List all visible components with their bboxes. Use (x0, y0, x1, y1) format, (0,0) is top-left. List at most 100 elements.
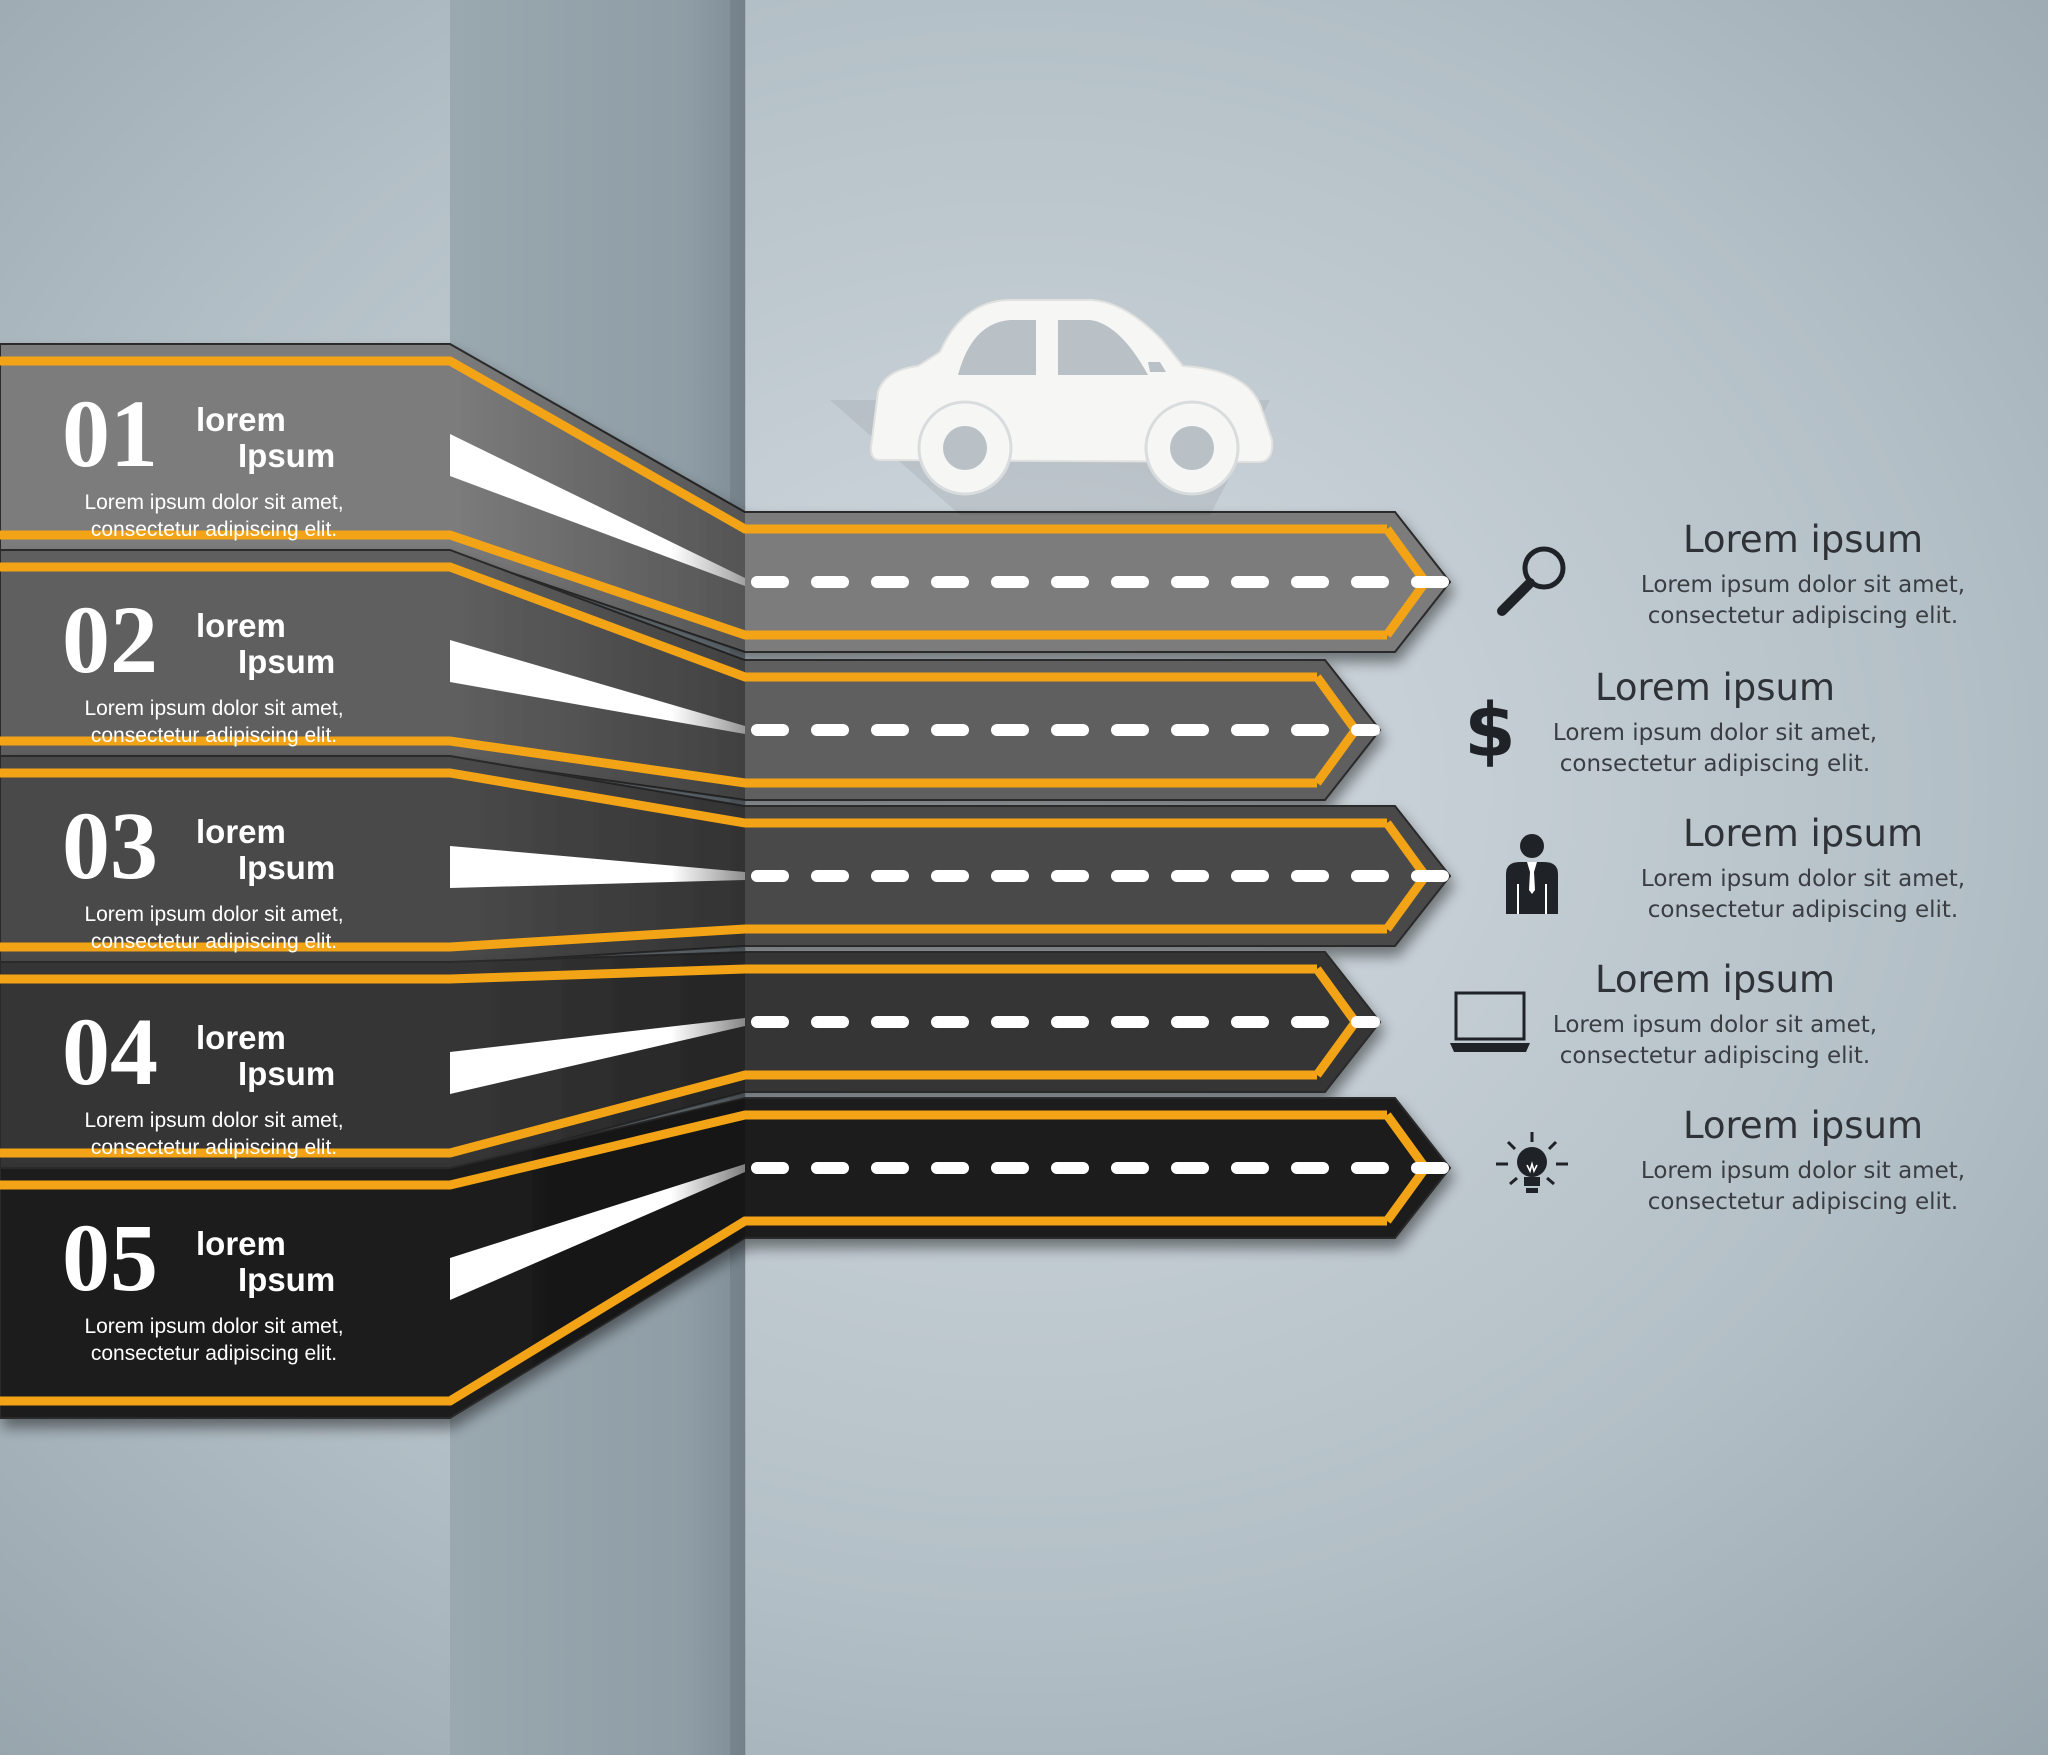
step-number: 01 (62, 380, 158, 487)
info-body-line2: consectetur adipiscing elit. (1648, 603, 1958, 629)
info-title: Lorem ipsum (1595, 958, 1835, 1001)
lane-arrow-edge-bottom (1313, 1021, 1358, 1078)
step-body-line2: consectetur adipiscing elit. (91, 1342, 337, 1365)
lane-fold-shade (450, 952, 745, 1170)
road-lanes (0, 343, 1452, 1419)
road-lane-1 (0, 343, 1452, 653)
lane-center-wedge (450, 846, 745, 888)
lane-arrow-edge-top (1313, 674, 1358, 731)
car-window-front (1058, 320, 1148, 375)
step-body-line1: Lorem ipsum dolor sit amet, (84, 491, 343, 514)
lane-arrow-edge-top (1383, 526, 1428, 583)
lane-edge-top (0, 964, 1317, 984)
step-title-line2: Ipsum (238, 437, 335, 474)
road-lane-3 (0, 755, 1452, 965)
info-body-line1: Lorem ipsum dolor sit amet, (1641, 572, 1965, 598)
magnifier-icon (1497, 546, 1566, 616)
step-number: 03 (62, 792, 158, 899)
lane-fold-shade (450, 344, 745, 652)
step-body-line2: consectetur adipiscing elit. (91, 1136, 337, 1159)
step-title-line2: Ipsum (238, 1055, 335, 1092)
info-body-line1: Lorem ipsum dolor sit amet, (1553, 1012, 1877, 1038)
lane-center-wedge (450, 434, 745, 586)
info-title: Lorem ipsum (1683, 1104, 1923, 1147)
step-number: 04 (62, 998, 158, 1105)
lane-edge-bottom (0, 1070, 1317, 1158)
step-body-line2: consectetur adipiscing elit. (91, 724, 337, 747)
step-body-line2: consectetur adipiscing elit. (91, 518, 337, 541)
lane-center-wedge (450, 1164, 745, 1300)
car-hub-rear (943, 426, 987, 470)
info-body-line1: Lorem ipsum dolor sit amet, (1641, 1158, 1965, 1184)
step-title-line2: Ipsum (238, 643, 335, 680)
road-lane-2 (0, 549, 1382, 801)
car-icon (830, 299, 1274, 515)
lane-edge-top (0, 562, 1317, 682)
step-title-line2: Ipsum (238, 1261, 335, 1298)
car-window-rear (958, 320, 1036, 375)
dollar-icon: $ (1464, 688, 1516, 774)
step-title-line1: lorem (196, 813, 286, 850)
lane-arrow-edge-bottom (1383, 581, 1428, 638)
lane-arrow-edge-bottom (1383, 875, 1428, 932)
info-icons: $ (1450, 546, 1568, 1193)
lane-center-wedge (450, 1018, 745, 1094)
info-title: Lorem ipsum (1683, 518, 1923, 561)
info-title: Lorem ipsum (1595, 666, 1835, 709)
step-body-line1: Lorem ipsum dolor sit amet, (84, 1315, 343, 1338)
svg-text:$: $ (1464, 688, 1516, 774)
info-body-line2: consectetur adipiscing elit. (1648, 1189, 1958, 1215)
step-number: 02 (62, 586, 158, 693)
lane-edge-bottom (0, 924, 1387, 952)
info-body-line2: consectetur adipiscing elit. (1560, 1043, 1870, 1069)
businessman-icon (1506, 834, 1558, 914)
road-lane-5 (0, 1097, 1452, 1419)
car-headlight (1148, 362, 1166, 372)
step-body-line2: consectetur adipiscing elit. (91, 930, 337, 953)
lane-arrow-edge-bottom (1313, 729, 1358, 786)
lane-fold-shade (450, 550, 745, 800)
lane-edge-bottom (0, 736, 1317, 788)
car-hub-front (1170, 426, 1214, 470)
info-body-line1: Lorem ipsum dolor sit amet, (1641, 866, 1965, 892)
step-title-line1: lorem (196, 401, 286, 438)
info-title: Lorem ipsum (1683, 812, 1923, 855)
laptop-icon (1450, 991, 1530, 1052)
lightbulb-icon (1496, 1132, 1568, 1193)
lane-edge-top (0, 768, 1387, 828)
step-body-line1: Lorem ipsum dolor sit amet, (84, 903, 343, 926)
lane-center-wedge (450, 640, 745, 734)
lane-arrow-edge-bottom (1383, 1167, 1428, 1224)
step-title-line1: lorem (196, 1019, 286, 1056)
lane-arrow-edge-top (1313, 966, 1358, 1023)
info-body-line2: consectetur adipiscing elit. (1648, 897, 1958, 923)
info-body-line1: Lorem ipsum dolor sit amet, (1553, 720, 1877, 746)
step-number: 05 (62, 1204, 158, 1311)
lane-edge-top (0, 356, 1387, 534)
lane-arrow-edge-top (1383, 820, 1428, 877)
lane-edge-top (0, 1110, 1387, 1190)
step-body-line1: Lorem ipsum dolor sit amet, (84, 1109, 343, 1132)
step-title-line2: Ipsum (238, 849, 335, 886)
lane-edge-bottom (0, 1216, 1387, 1406)
step-body-line1: Lorem ipsum dolor sit amet, (84, 697, 343, 720)
step-title-line1: lorem (196, 607, 286, 644)
lane-arrow-edge-top (1383, 1112, 1428, 1169)
info-body-line2: consectetur adipiscing elit. (1560, 751, 1870, 777)
step-title-line1: lorem (196, 1225, 286, 1262)
lane-fold-shade (450, 1098, 745, 1418)
lane-edge-bottom (0, 530, 1387, 640)
